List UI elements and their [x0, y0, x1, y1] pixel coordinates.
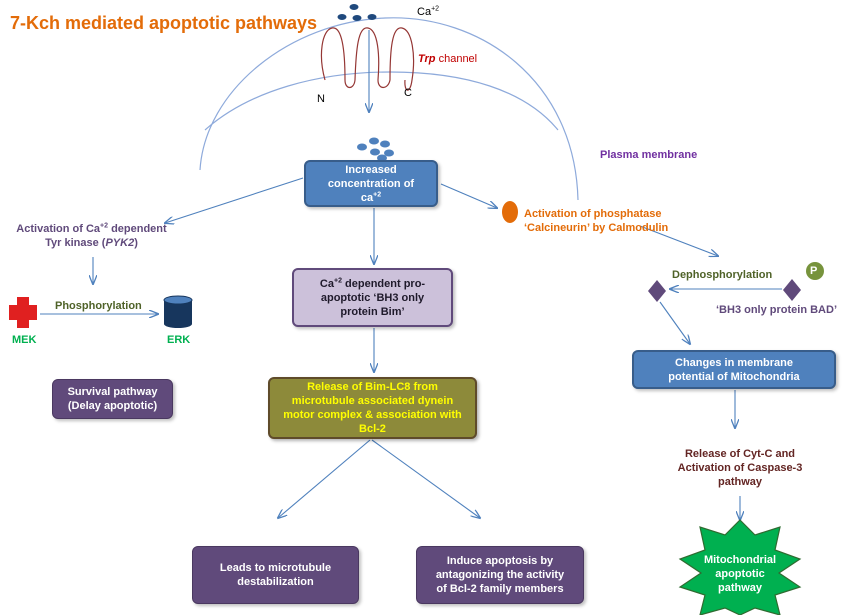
- phosphate-circle: [806, 262, 824, 280]
- arrow-calcineurin-to-dephos: [639, 225, 718, 256]
- arrow-diamond-to-mito: [659, 301, 690, 344]
- arrow-ca-to-calcineurin: [440, 183, 497, 208]
- arrow-lc8-to-microtubule: [278, 439, 371, 518]
- calcineurin-label: Activation of phosphatase ‘Calcineurin’ …: [524, 208, 669, 234]
- pyk2-activation-label: Activation of Ca+2 dependent Tyr kinase …: [16, 222, 167, 249]
- microtubule-destabilization-box: Leads to microtubule destabilization: [192, 546, 359, 604]
- mito-star-shape: [678, 519, 802, 615]
- diagram-title: 7-Kch mediated apoptotic pathways: [10, 13, 318, 33]
- arrow-lc8-to-bcl2: [371, 439, 480, 518]
- trp-channel-protein: [320, 27, 415, 91]
- arrow-ca-to-pyk2: [165, 177, 304, 223]
- trp-channel-label: Trp channel: [418, 53, 478, 65]
- cytc-release-label: Release of Cyt-C and Activation of Caspa…: [677, 448, 803, 488]
- increased-ca-box: Increased concentration of ca+2: [304, 160, 438, 207]
- n-terminus-label: N: [317, 93, 325, 105]
- plasma-membrane-inner: [204, 71, 559, 131]
- intracellular-ca-ions: [357, 137, 394, 162]
- mek-label: MEK: [12, 334, 37, 346]
- bad-diamond: [783, 279, 801, 301]
- pathway-arrows: [40, 30, 782, 520]
- bad-protein-label: ‘BH3 only protein BAD’: [716, 304, 838, 316]
- c-terminus-label: C: [404, 87, 412, 99]
- bim-box: Ca+2 dependent pro- apoptotic ‘BH3 only …: [292, 268, 453, 327]
- erk-label: ERK: [167, 334, 191, 346]
- erk-cylinder-shape: [163, 295, 193, 328]
- survival-pathway-box: Survival pathway (Delay apoptotic): [52, 379, 173, 419]
- phosphate-p-label: P: [810, 265, 818, 277]
- mito-apoptotic-label: Mitochondrial apoptotic pathway: [703, 554, 777, 594]
- extracellular-ca-ions: [337, 4, 377, 21]
- plasma-membrane-outer: [199, 17, 579, 201]
- bim-lc8-release-box: Release of Bim-LC8 from microtubule asso…: [268, 377, 477, 439]
- dephosphorylation-label: Dephosphorylation: [672, 269, 773, 281]
- mek-cross-shape: [9, 297, 37, 328]
- ca-ion-label: Ca+2: [417, 5, 440, 18]
- membrane-potential-box: Changes in membrane potential of Mitocho…: [632, 350, 836, 389]
- plasma-membrane-label: Plasma membrane: [600, 149, 698, 161]
- dephosphorylated-bad-diamond: [648, 280, 666, 302]
- calcineurin-oval: [502, 201, 518, 223]
- phosphorylation-label: Phosphorylation: [55, 300, 142, 312]
- bcl2-antagonize-box: Induce apoptosis by antagonizing the act…: [416, 546, 584, 604]
